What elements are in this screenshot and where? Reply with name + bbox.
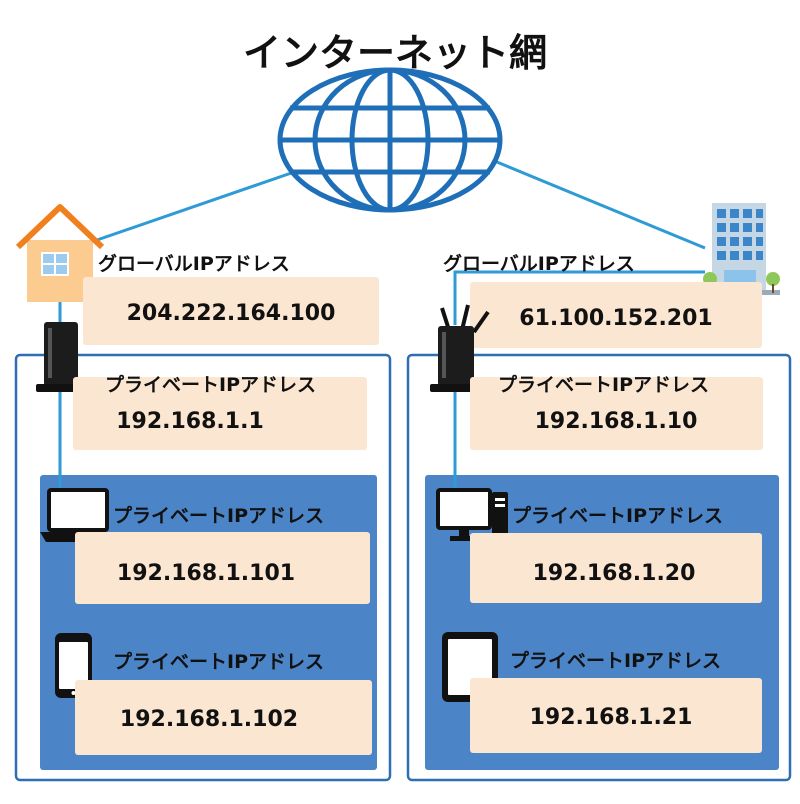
link-office-router <box>453 270 705 325</box>
home-global-label: グローバルIPアドレス <box>98 252 290 275</box>
office-global-address-box <box>470 282 762 348</box>
home-global-address-box <box>83 277 379 345</box>
desktop-pc-label: プライベートIPアドレス <box>512 504 723 527</box>
tablet-address-box <box>470 678 762 753</box>
link-globe-office <box>491 158 706 250</box>
globe-icon <box>277 67 503 213</box>
office-router-label: プライベートIPアドレス <box>498 373 709 396</box>
home-router-label-front: プライベートIPアドレス <box>105 373 316 396</box>
office-router-address: 192.168.1.10 <box>535 409 698 434</box>
laptop-label: プライベートIPアドレス <box>113 504 324 527</box>
smartphone-address: 192.168.1.102 <box>120 707 298 732</box>
laptop-address-box <box>75 532 370 604</box>
office-global-label: グローバルIPアドレス <box>443 252 635 275</box>
desktop-pc-address-box <box>470 533 762 603</box>
smartphone-address-box <box>75 680 372 755</box>
office-router-icon <box>430 304 490 392</box>
home-global-address: 204.222.164.100 <box>127 301 336 326</box>
tablet-label: プライベートIPアドレス <box>510 649 721 672</box>
smartphone-label: プライベートIPアドレス <box>113 650 324 673</box>
office-building-icon <box>700 203 780 295</box>
home-router-address-box <box>73 377 367 450</box>
desktop-pc-icon <box>436 488 508 541</box>
desktop-pc-address: 192.168.1.20 <box>533 561 696 586</box>
link-globe-home <box>67 168 301 252</box>
home-router-address: 192.168.1.1 <box>116 409 264 434</box>
office-global-address: 61.100.152.201 <box>519 306 712 331</box>
office-router-address-box <box>470 377 763 450</box>
house-icon <box>15 204 105 302</box>
tablet-address: 192.168.1.21 <box>530 705 693 730</box>
laptop-address: 192.168.1.101 <box>117 561 295 586</box>
